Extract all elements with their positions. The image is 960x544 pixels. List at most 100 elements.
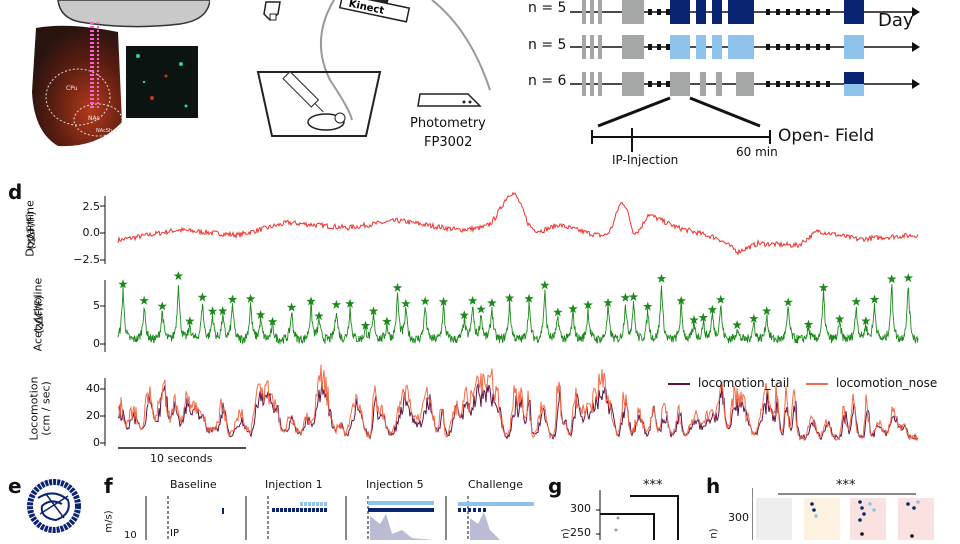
timeline-dot — [766, 81, 770, 87]
g-tick-250: 250 — [570, 526, 591, 539]
h-tick-300: 300 — [728, 511, 749, 524]
day-label: Day — [878, 10, 914, 31]
peak-marker-star — [286, 302, 297, 312]
f-raster-dark — [320, 508, 323, 512]
peak-marker-star — [245, 293, 256, 303]
setup-illustration: Kinect — [240, 0, 500, 150]
f-title-injection1: Injection 1 — [265, 478, 323, 491]
session-block-grey — [670, 72, 690, 96]
peak-marker-star — [392, 282, 403, 292]
timeline-dot — [826, 81, 830, 87]
f-raster-dark — [458, 508, 461, 512]
f-raster-dark — [276, 508, 279, 512]
open-field-label: Open- Field — [778, 126, 875, 146]
timeline-dot — [766, 44, 770, 50]
peak-marker-star — [643, 301, 653, 311]
timeline-dot — [806, 44, 810, 50]
acetylcholine-tick-1: 5 — [93, 299, 100, 312]
h-significance: *** — [836, 478, 856, 493]
peak-marker-star — [476, 304, 486, 314]
panel-h-plot — [752, 488, 934, 540]
timeline-dot — [657, 81, 661, 87]
f-raster-dark — [463, 508, 466, 512]
dopamine-unit-label: (zΔF/F) — [24, 211, 38, 250]
timeline-dot — [796, 9, 800, 15]
timeline-dot — [806, 81, 810, 87]
session-block-grey — [622, 0, 644, 24]
timeline-dot — [666, 81, 670, 87]
peak-marker-star — [401, 298, 411, 308]
timeline-dot — [806, 9, 810, 15]
h-data-point — [868, 502, 872, 506]
peak-marker-star — [139, 295, 149, 305]
h-data-point — [814, 514, 818, 518]
panel-letter-e: e — [8, 474, 22, 498]
brain-schematic — [40, 0, 211, 28]
peak-marker-star — [707, 304, 718, 314]
peak-marker-star — [603, 297, 613, 307]
ip-injection-label: IP-Injection — [612, 153, 679, 167]
session-block — [736, 35, 754, 59]
f-ylabel: m/s) — [103, 510, 115, 533]
panel-letter-d: d — [8, 180, 23, 204]
peak-marker-star — [583, 300, 593, 310]
g-significance-bracket — [600, 513, 655, 540]
session-block-grey — [622, 35, 644, 59]
g-data-point — [614, 528, 618, 532]
peak-marker-star — [197, 292, 208, 302]
f-raster-dark — [483, 508, 486, 512]
duration-label: 60 min — [736, 145, 778, 159]
peak-marker-star — [118, 279, 128, 289]
session-bar-grey — [700, 72, 706, 96]
zoom-line — [597, 96, 671, 128]
peak-marker-star — [818, 282, 829, 292]
peak-marker-star — [420, 296, 430, 306]
peak-marker-star — [887, 274, 897, 284]
legend-swatch-nose — [806, 383, 828, 385]
peak-marker-star — [628, 292, 639, 302]
f-raster-dark — [308, 508, 311, 512]
timeline-dot — [666, 44, 670, 50]
timeline-dot — [786, 44, 790, 50]
h-bar — [804, 498, 840, 540]
peak-marker-star — [524, 293, 534, 303]
g-data-point — [616, 516, 620, 520]
panel-g-plot — [596, 490, 679, 540]
locomotion-tick-1: 40 — [86, 382, 100, 395]
timeline-dot — [796, 81, 800, 87]
trace-plots — [100, 191, 919, 449]
session-block-grey — [622, 72, 644, 96]
f-raster-light — [324, 502, 327, 506]
session-block-grey — [736, 72, 754, 96]
timeline-arrow — [912, 7, 920, 17]
timeline-dot — [666, 9, 670, 15]
peak-marker-star — [306, 296, 316, 306]
peak-marker-star — [331, 299, 342, 309]
f-speed-area — [370, 514, 434, 540]
peak-marker-star — [360, 320, 371, 330]
timeline-dot — [786, 81, 790, 87]
peak-marker-star — [368, 306, 379, 316]
session-block — [670, 35, 690, 59]
legend-label-nose: locomotion_nose — [836, 376, 938, 390]
session-bar-grey — [582, 0, 586, 24]
h-ylabel: n) — [708, 528, 720, 539]
locomotion-tick-3: 0 — [93, 436, 100, 449]
brain-slice-image: CPu NAc NAcSh — [28, 22, 124, 150]
peak-marker-star — [185, 316, 195, 326]
f-raster-light — [368, 501, 434, 505]
timeline-dot — [648, 44, 652, 50]
f-raster-dark — [324, 508, 327, 512]
timeline-dot — [816, 44, 820, 50]
acetylcholine-unit-label: (zΔF/F) — [32, 295, 46, 334]
timeline-dot — [816, 9, 820, 15]
session-bar-grey — [590, 72, 594, 96]
peak-marker-star — [835, 314, 845, 324]
session-bar — [728, 35, 738, 59]
h-data-point — [862, 512, 866, 516]
panel-letter-h: h — [706, 474, 721, 498]
peak-marker-star — [689, 315, 699, 325]
timeline-dot — [826, 9, 830, 15]
h-data-point — [910, 534, 914, 538]
schedule-diagram — [570, 0, 920, 152]
